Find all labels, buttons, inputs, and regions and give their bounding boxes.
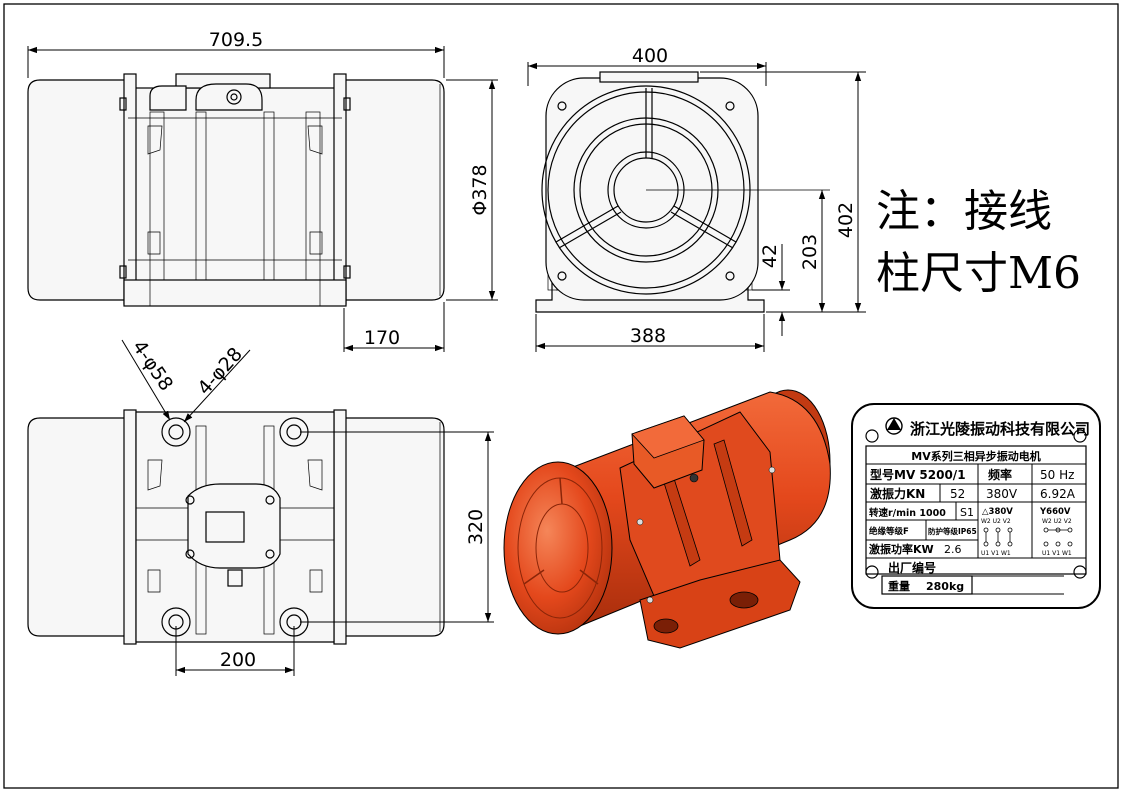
holes-large-label: 4-φ58 [128, 336, 177, 394]
nameplate-protection: 防护等级IP65 [928, 526, 977, 536]
dim-foot-height-label: 42 [759, 244, 781, 268]
holes-small-label: 4-φ28 [193, 343, 247, 399]
dim-length-label: 709.5 [209, 29, 263, 51]
note-line-2: 柱尺寸M6 [876, 248, 1081, 299]
motor-3d-render [503, 389, 831, 649]
dim-length: 709.5 [27, 29, 445, 78]
dim-mount-width-label: 320 [465, 509, 487, 545]
dim-mount-spacing: 200 [175, 626, 295, 676]
nameplate-terminals-top: W2 U2 V2 [981, 518, 1011, 525]
nameplate-wye: Y660V [1039, 507, 1071, 517]
nameplate-voltage: 380V [986, 487, 1018, 501]
nameplate-serial-label: 出厂编号 [888, 560, 936, 575]
nameplate-terminals-bottom-2: U1 V1 W1 [1042, 550, 1072, 557]
dim-height: 402 [700, 71, 866, 313]
dim-foot-height: 42 [752, 244, 790, 336]
dim-width: 400 [527, 45, 767, 86]
nameplate-force-value: 52 [950, 487, 965, 501]
nameplate-model: 型号MV 5200/1 [870, 467, 966, 482]
nameplate-freq-value: 50 Hz [1040, 468, 1074, 482]
nameplate-delta: △380V [982, 507, 1013, 517]
nameplate-speed: 转速r/min 1000 [869, 507, 946, 519]
nameplate-power-value: 2.6 [944, 543, 962, 556]
end-view [535, 71, 830, 313]
nameplate-title: MV系列三相异步振动电机 [911, 449, 1040, 463]
nameplate-terminals-top-2: W2 U2 V2 [1042, 518, 1072, 525]
sheet-border [3, 3, 1119, 789]
dim-foot-width: 388 [535, 314, 765, 352]
dim-height-label: 402 [835, 202, 857, 238]
dim-mount-spacing-label: 200 [220, 649, 256, 671]
nameplate-power: 激振功率KW [869, 542, 934, 556]
dim-diameter-label: Φ378 [469, 164, 491, 215]
dim-diameter: Φ378 [446, 79, 498, 301]
front-view [27, 73, 445, 307]
top-view [27, 409, 445, 645]
dim-mount-width: 320 [300, 431, 494, 623]
nameplate-duty: S1 [960, 506, 974, 519]
nameplate-current: 6.92A [1040, 487, 1076, 501]
dim-foot-width-label: 388 [630, 325, 666, 347]
nameplate-force: 激振力KN [870, 486, 925, 501]
nameplate-freq-label: 频率 [988, 467, 1012, 482]
dim-center-height: 203 [799, 190, 826, 312]
nameplate-weight-value: 280kg [926, 580, 964, 593]
nameplate-terminals-bottom: U1 V1 W1 [981, 550, 1011, 557]
dim-center-height-label: 203 [799, 234, 821, 270]
nameplate-insulation: 绝缘等级F [869, 526, 909, 537]
dim-width-label: 400 [632, 45, 668, 67]
nameplate-weight-label: 重量 [888, 579, 910, 593]
hole-callouts: 4-φ58 4-φ28 [121, 336, 251, 423]
wiring-diagram-icon [983, 527, 1073, 547]
dim-end-offset: 170 [343, 302, 445, 352]
nameplate: 浙江光陵振动科技有限公司 MV系列三相异步振动电机 型号MV 5200/1 频率… [851, 403, 1101, 609]
dim-end-offset-label: 170 [364, 327, 400, 349]
company-logo-icon [885, 417, 903, 435]
company-name: 浙江光陵振动科技有限公司 [910, 420, 1090, 438]
note-line-1: 注：接线 [876, 186, 1052, 237]
